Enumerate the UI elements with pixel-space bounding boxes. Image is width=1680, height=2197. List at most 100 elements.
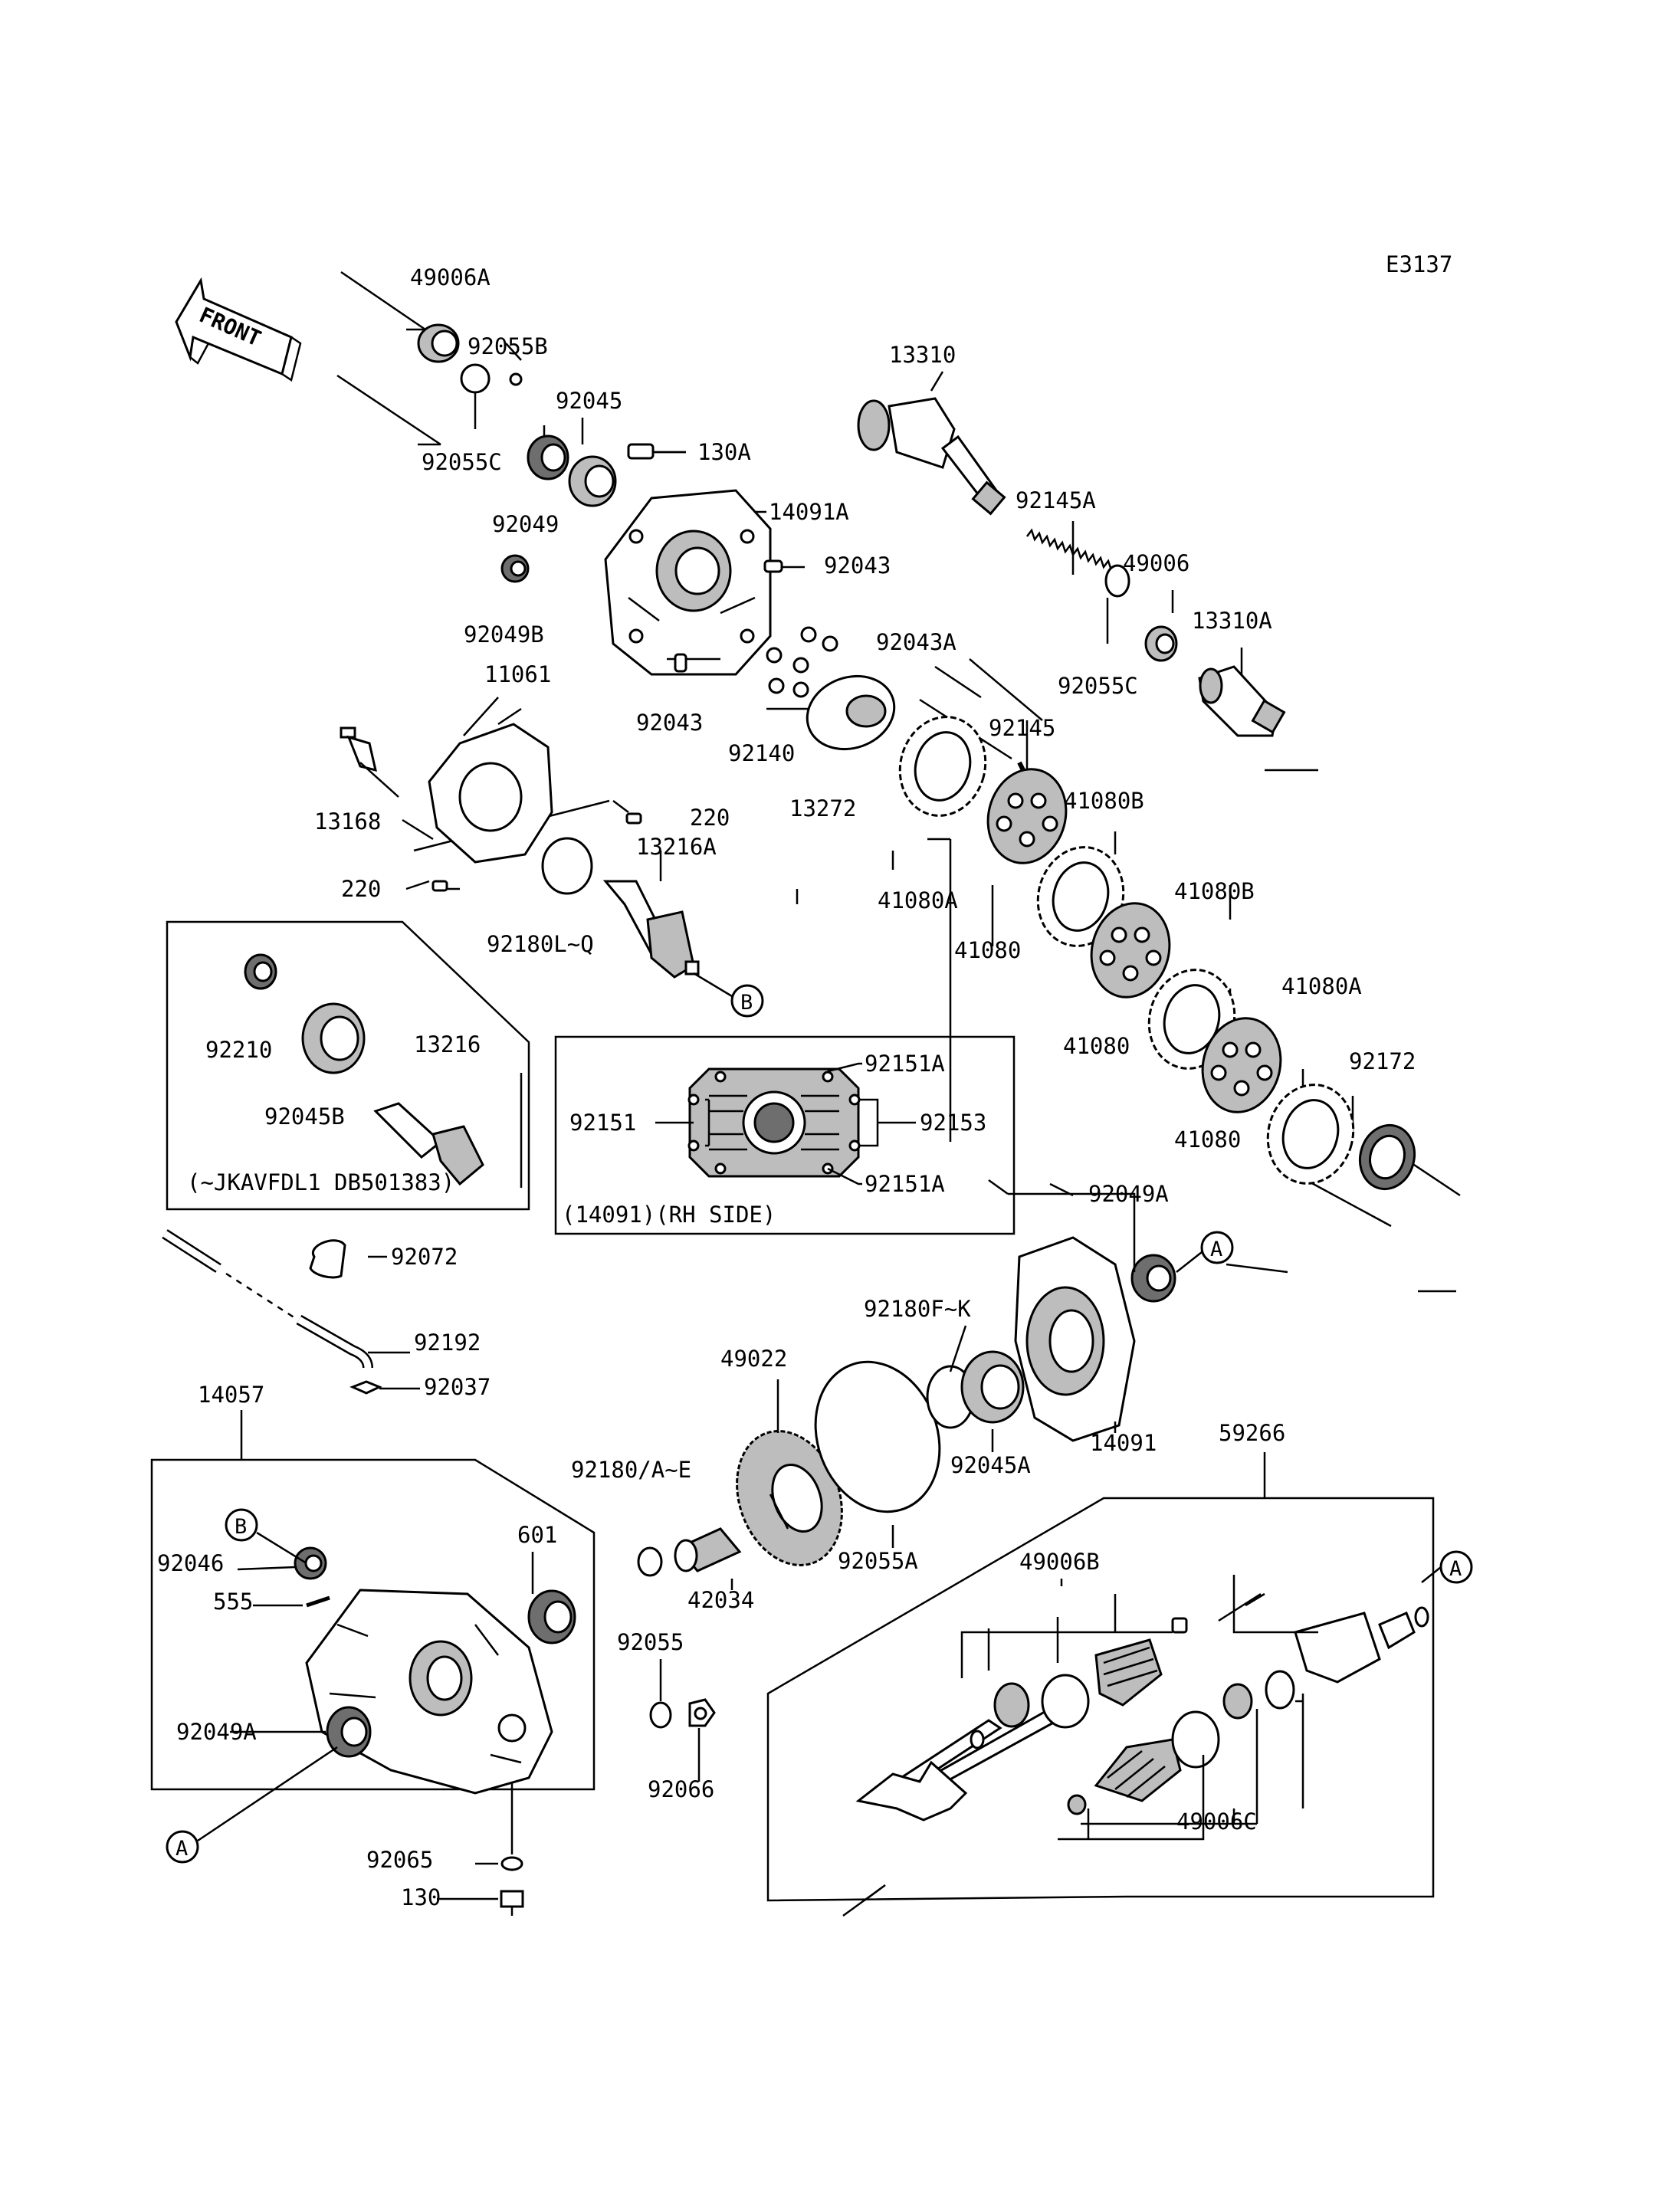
part-92045A-bearing-shape bbox=[960, 1350, 1025, 1424]
part-92049A-seal-top-shape bbox=[1130, 1254, 1176, 1303]
part-label-41080B-1: 41080B bbox=[1064, 788, 1144, 814]
part-label-92180AE: 92180/A~E bbox=[571, 1457, 691, 1483]
part-label-49006A: 49006A bbox=[410, 264, 491, 290]
part-label-41080A-2: 41080A bbox=[1281, 973, 1362, 999]
part-label-92046: 92046 bbox=[157, 1550, 224, 1576]
part-11061-gasket-shape bbox=[428, 723, 553, 864]
callout-A-top: A bbox=[1200, 1231, 1234, 1264]
svg-text:A: A bbox=[1449, 1557, 1462, 1581]
svg-text:B: B bbox=[740, 991, 753, 1015]
part-label-49006: 49006 bbox=[1123, 550, 1189, 576]
label-stubs bbox=[230, 1179, 1266, 1900]
part-label-92145: 92145 bbox=[989, 715, 1055, 741]
part-49022-ring-gear-shape bbox=[736, 1430, 843, 1566]
part-13310-shaft-shape bbox=[857, 397, 1006, 516]
part-555-pin-shape bbox=[306, 1595, 330, 1608]
part-92043-pin-bottom-shape bbox=[674, 653, 687, 673]
part-41080-disc-3-shape bbox=[1201, 1017, 1282, 1113]
part-92172-seal-shape bbox=[1358, 1123, 1416, 1191]
part-label-92153: 92153 bbox=[920, 1110, 986, 1136]
part-label-13272: 13272 bbox=[789, 795, 856, 821]
part-label-41080-3: 41080 bbox=[1174, 1126, 1241, 1153]
callout-B-bottom: B bbox=[225, 1508, 258, 1542]
part-label-92151A-bottom: 92151A bbox=[865, 1171, 945, 1197]
part-92049A-seal-bottom-shape bbox=[326, 1706, 372, 1758]
part-92180LQ-ring-shape bbox=[541, 837, 593, 895]
part-label-92192: 92192 bbox=[414, 1330, 481, 1356]
part-label-92055A: 92055A bbox=[838, 1548, 918, 1574]
part-label-92045B: 92045B bbox=[264, 1103, 345, 1130]
part-130A-bolt-shape bbox=[627, 443, 686, 460]
part-label-13310: 13310 bbox=[889, 342, 956, 368]
part-92192-hose-shape bbox=[162, 1229, 373, 1369]
part-label-555: 555 bbox=[213, 1589, 253, 1615]
part-label-11061: 11061 bbox=[484, 661, 551, 687]
callout-leaders bbox=[197, 972, 1442, 1842]
part-13168-shaft-shape bbox=[340, 726, 399, 798]
part-92049-shape bbox=[527, 434, 569, 480]
part-42034-sleeve-shape bbox=[674, 1527, 742, 1572]
part-92055B-shape bbox=[509, 372, 523, 386]
part-92065-washer-shape bbox=[500, 1856, 523, 1871]
part-label-92045: 92045 bbox=[556, 388, 622, 414]
part-label-92145A: 92145A bbox=[1016, 487, 1096, 513]
inset-rh-note: (14091)(RH SIDE) bbox=[562, 1202, 776, 1228]
part-92037-clamp-shape bbox=[349, 1380, 382, 1395]
part-601-seal-shape bbox=[527, 1589, 576, 1644]
driveshaft-group-outline bbox=[766, 1497, 1435, 1902]
part-label-130A: 130A bbox=[697, 439, 751, 465]
inset-early-note: (~JKAVFDL1 DB501383) bbox=[187, 1169, 454, 1195]
svg-text:B: B bbox=[235, 1515, 247, 1539]
part-220-left-shape bbox=[431, 880, 448, 892]
part-label-14091: 14091 bbox=[1090, 1430, 1157, 1456]
svg-text:A: A bbox=[1210, 1238, 1222, 1261]
part-label-49006B: 49006B bbox=[1019, 1549, 1100, 1575]
part-92043-pin-right-shape bbox=[763, 559, 783, 573]
part-label-13216: 13216 bbox=[414, 1031, 481, 1058]
part-92049B-shape bbox=[500, 554, 530, 583]
part-label-92045A: 92045A bbox=[950, 1452, 1031, 1478]
driveshaft-arrow bbox=[842, 1592, 1265, 1917]
part-92045-shape bbox=[568, 455, 617, 507]
part-49006C-boot-shape bbox=[1067, 1670, 1295, 1815]
part-13310A-joint-shape bbox=[1198, 665, 1286, 737]
part-label-130: 130 bbox=[401, 1884, 441, 1910]
part-92066-plug-shape bbox=[688, 1698, 716, 1727]
part-130-bolt-shape bbox=[500, 1890, 524, 1916]
part-label-92065: 92065 bbox=[366, 1847, 433, 1873]
part-label-42034: 42034 bbox=[687, 1587, 754, 1613]
part-13272-plate-shape bbox=[806, 674, 896, 751]
part-41080A-plate-2-shape bbox=[1266, 1084, 1355, 1185]
callout-A-bottom: A bbox=[166, 1830, 199, 1864]
svg-text:A: A bbox=[176, 1837, 188, 1861]
part-label-92043-bottom: 92043 bbox=[636, 710, 703, 736]
part-92046-seal-shape bbox=[294, 1546, 327, 1580]
part-label-220-left: 220 bbox=[341, 876, 381, 902]
part-label-92043-right: 92043 bbox=[824, 553, 891, 579]
part-14091-case-shape bbox=[1014, 1236, 1136, 1442]
inset-rh-side: 92151A 92151 92153 92151A (14091)(RH SID… bbox=[554, 1035, 1016, 1235]
part-label-92180LQ: 92180L~Q bbox=[487, 931, 594, 957]
part-label-41080B-2: 41080B bbox=[1174, 878, 1255, 904]
part-label-92066: 92066 bbox=[648, 1776, 714, 1802]
part-92145A-spring-shape bbox=[1026, 528, 1113, 571]
part-label-14091A: 14091A bbox=[769, 499, 849, 525]
part-13216-gear-shape bbox=[373, 1102, 484, 1186]
part-label-92055B: 92055B bbox=[468, 333, 548, 359]
part-41080-disc-1-shape bbox=[986, 768, 1068, 864]
part-label-92172: 92172 bbox=[1349, 1048, 1416, 1074]
part-label-92043A: 92043A bbox=[876, 629, 956, 655]
part-92055C-right-shape bbox=[1104, 564, 1130, 598]
part-label-49022: 49022 bbox=[720, 1346, 787, 1372]
driveshaft-leader-lines bbox=[960, 1575, 1318, 1841]
inset-early-models: 92210 13216 92045B (~JKAVFDL1 DB501383) bbox=[166, 920, 530, 1211]
part-92055C-top-shape bbox=[460, 363, 491, 394]
part-label-41080-1: 41080 bbox=[954, 937, 1021, 963]
part-label-92151A-top: 92151A bbox=[865, 1051, 945, 1077]
part-label-92140: 92140 bbox=[728, 740, 795, 766]
part-41080A-plate-1-shape bbox=[898, 716, 987, 817]
part-label-92180FK: 92180F~K bbox=[864, 1296, 971, 1322]
part-49006A-shape bbox=[417, 323, 460, 363]
part-label-41080A-1: 41080A bbox=[878, 887, 958, 913]
